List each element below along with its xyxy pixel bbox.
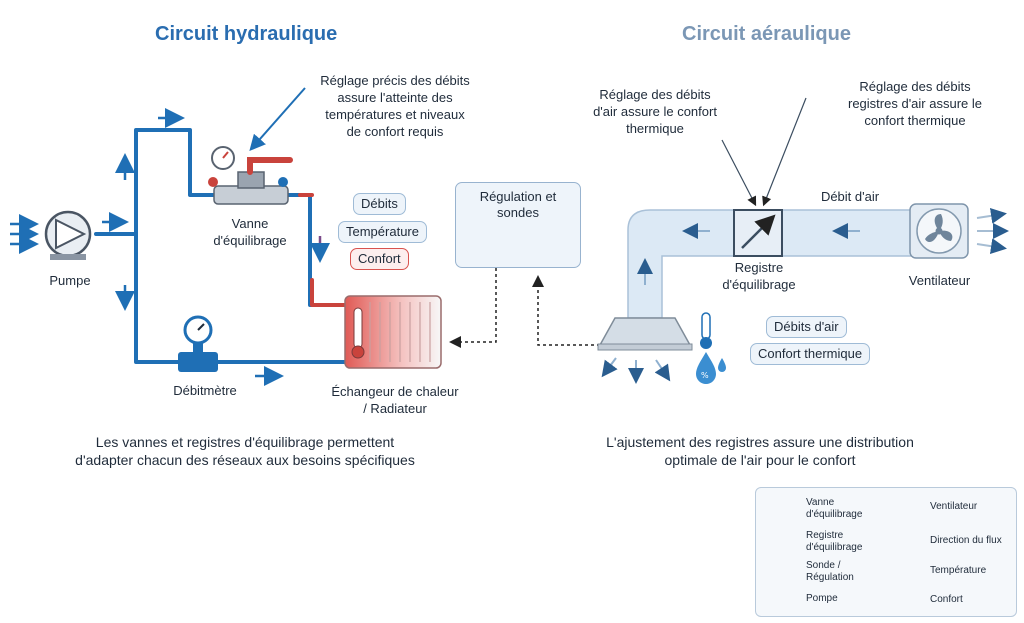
aeraulic-caption: L'ajustement des registres assure une di… bbox=[560, 433, 960, 469]
valve-note-line: températures et niveaux bbox=[325, 107, 465, 122]
damper-label-line: d'équilibrage bbox=[722, 277, 796, 292]
hydraulic-pipes bbox=[94, 128, 347, 364]
aeraulic-caption-line: L'ajustement des registres assure une di… bbox=[606, 434, 914, 450]
duct-flow-arrows bbox=[637, 223, 860, 285]
valve-note: Réglage précis des débits assure l'attei… bbox=[300, 72, 490, 140]
legend bbox=[755, 487, 1017, 617]
valve-label-line: Vanne bbox=[231, 216, 269, 231]
regulation-links bbox=[449, 268, 600, 348]
legend-label-line: Registre bbox=[806, 530, 844, 541]
damper-note-line: thermique bbox=[626, 121, 684, 136]
legend-damper-label: Registre d'équilibrage bbox=[806, 530, 862, 554]
regulation-title-line: Régulation et bbox=[479, 189, 557, 204]
damper-icon bbox=[733, 209, 783, 257]
hydraulic-caption-line: Les vannes et registres d'équilibrage pe… bbox=[95, 434, 395, 450]
valve-icon bbox=[208, 146, 293, 205]
damper-note-line: Réglage des débits bbox=[599, 87, 711, 102]
fan-label: Ventilateur bbox=[908, 273, 971, 288]
hydraulic-caption-line: d'adapter chacun des réseaux aux besoins… bbox=[75, 452, 415, 468]
pump-icon bbox=[44, 210, 92, 260]
damper-note-right: Réglage des débits registres d'air assur… bbox=[835, 78, 995, 129]
valve-callout-arrow bbox=[249, 87, 306, 151]
damper-label-line: Registre bbox=[734, 260, 784, 275]
tag-debits-air: Débits d'air bbox=[766, 316, 847, 338]
radiator-icon bbox=[344, 295, 442, 369]
hydraulic-title: Circuit hydraulique bbox=[155, 23, 338, 45]
regulation-title-line: sondes bbox=[497, 205, 539, 220]
hydraulic-flow-arrows bbox=[10, 108, 330, 386]
valve-label-line: d'équilibrage bbox=[213, 233, 287, 248]
legend-label-line: Vanne bbox=[806, 497, 835, 508]
damper-callout-arrows bbox=[721, 97, 807, 207]
legend-sensor-label: Sonde / Régulation bbox=[806, 560, 854, 584]
legend-valve-label: Vanne d'équilibrage bbox=[806, 497, 862, 521]
valve-note-line: de confort requis bbox=[346, 124, 444, 139]
exchanger-label: Échangeur de chaleur / Radiateur bbox=[310, 383, 480, 417]
airflow-label: Débit d'air bbox=[820, 189, 880, 204]
aeraulic-title: Circuit aéraulique bbox=[682, 23, 851, 45]
fan-icon bbox=[909, 203, 969, 259]
legend-fan-label: Ventilateur bbox=[930, 501, 978, 512]
legend-label-line: Sonde / bbox=[806, 560, 841, 571]
thermometer-icon bbox=[700, 312, 712, 349]
exchanger-label-line: / Radiateur bbox=[363, 401, 427, 416]
humidity-icon: % bbox=[696, 352, 726, 384]
pump-label: Pumpe bbox=[49, 273, 91, 288]
regulation-box: Régulation et sondes bbox=[455, 182, 581, 268]
flowmeter-icon bbox=[178, 315, 218, 372]
tag-confort-thermique: Confort thermique bbox=[750, 343, 871, 365]
diffuser-icon bbox=[597, 317, 693, 351]
legend-label-line: d'équilibrage bbox=[806, 509, 863, 520]
regulation-title: Régulation et sondes bbox=[456, 189, 580, 221]
valve-note-line: assure l'atteinte des bbox=[337, 90, 453, 105]
damper-label: Registre d'équilibrage bbox=[700, 259, 818, 293]
exchanger-label-line: Échangeur de chaleur bbox=[331, 384, 459, 399]
legend-label-line: d'équilibrage bbox=[806, 542, 863, 553]
legend-comfort-label: Confort bbox=[930, 594, 963, 605]
diffuser-flow-arrows bbox=[601, 357, 671, 384]
svg-text:%: % bbox=[701, 371, 709, 380]
tag-debits: Débits bbox=[353, 193, 406, 215]
damper-note-line: confort thermique bbox=[864, 113, 966, 128]
valve-label: Vanne d'équilibrage bbox=[195, 215, 305, 249]
tag-temperature: Température bbox=[338, 221, 427, 243]
legend-temperature-label: Température bbox=[930, 565, 987, 576]
hydraulic-caption: Les vannes et registres d'équilibrage pe… bbox=[40, 433, 450, 469]
damper-note-line: Réglage des débits bbox=[859, 79, 971, 94]
aeraulic-caption-line: optimale de l'air pour le confort bbox=[664, 452, 856, 468]
damper-note-line: d'air assure le confort bbox=[593, 104, 717, 119]
fan-outflow-arrows bbox=[976, 207, 1009, 255]
tag-confort: Confort bbox=[350, 248, 409, 270]
valve-note-line: Réglage précis des débits bbox=[320, 73, 470, 88]
damper-note-line: registres d'air assure le bbox=[848, 96, 982, 111]
legend-label-line: Régulation bbox=[806, 572, 854, 583]
damper-note-left: Réglage des débits d'air assure le confo… bbox=[580, 86, 730, 137]
legend-pump-label: Pompe bbox=[806, 593, 838, 604]
flowmeter-label: Débitmètre bbox=[173, 383, 237, 398]
legend-flow-label: Direction du flux bbox=[930, 535, 1002, 546]
